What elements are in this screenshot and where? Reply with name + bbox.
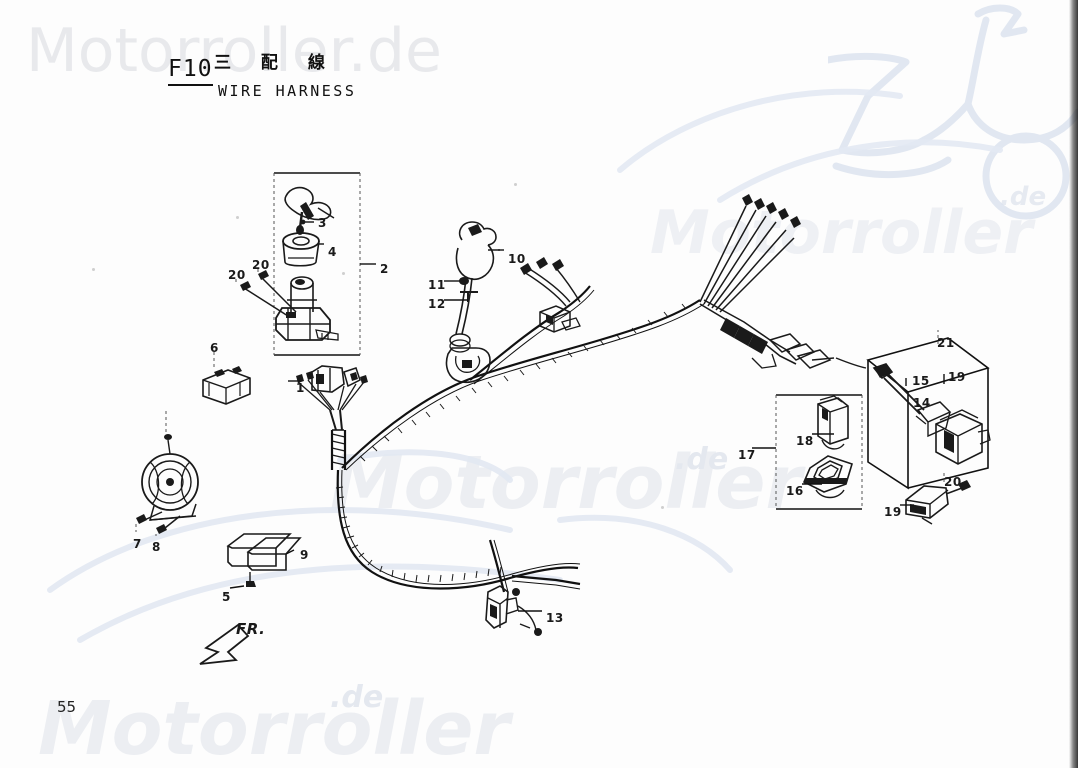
part-19-bracket — [900, 472, 971, 525]
part-1-harness-bundle — [288, 365, 368, 470]
scan-speck — [661, 506, 664, 509]
callout-15: 15 — [912, 374, 930, 388]
group-box-2 — [273, 172, 376, 356]
callout-20: 20 — [252, 258, 270, 272]
title-english: WIRE HARNESS — [218, 82, 357, 100]
scan-speck — [92, 268, 95, 271]
callout-3: 3 — [318, 216, 327, 230]
part-horn — [135, 410, 199, 536]
part-14-starter-relay — [935, 374, 991, 465]
orientation-label: FR. — [236, 620, 266, 638]
watermark-bottom: Motorroller — [38, 686, 510, 768]
watermark-right: Motorroller — [650, 198, 1033, 268]
scan-speck — [342, 272, 345, 275]
part-9-rubber-pad — [226, 533, 302, 589]
callout-12: 12 — [428, 297, 446, 311]
callout-6: 6 — [210, 341, 219, 355]
part-6-flasher-relay — [202, 352, 251, 405]
watermark-right-tld: .de — [1000, 182, 1047, 212]
swoosh-watermark-icon-2 — [617, 88, 1003, 203]
watermark-middle-tld: .de — [675, 442, 729, 477]
callout-11: 11 — [428, 278, 446, 292]
watermark-bottom-tld: .de — [330, 680, 384, 715]
callout-20: 20 — [944, 475, 962, 489]
callout-19: 19 — [884, 505, 902, 519]
part-4-key-cap — [282, 232, 324, 267]
callout-17: 17 — [738, 448, 756, 462]
callout-16: 16 — [786, 484, 804, 498]
callout-1: 1 — [296, 381, 305, 395]
callout-13: 13 — [546, 611, 564, 625]
part-2-ignition-switch-body — [235, 266, 339, 341]
part-10-ignition-coil — [444, 221, 504, 384]
callout-19: 19 — [948, 370, 966, 384]
callout-7: 7 — [133, 537, 142, 551]
scan-speck — [236, 216, 239, 219]
watermark-top: Motorroller.de — [26, 16, 442, 86]
group-box-17 — [752, 394, 863, 510]
callout-9: 9 — [300, 548, 309, 562]
callout-8: 8 — [152, 540, 161, 554]
part-15-relay-lead-wire — [872, 363, 952, 438]
callout-20: 20 — [228, 268, 246, 282]
front-direction-arrow — [199, 623, 250, 665]
title-chinese: 三 配 線 — [214, 53, 337, 73]
part-13-brake-switch — [485, 585, 542, 636]
scan-edge-artifact — [1069, 0, 1078, 768]
callout-4: 4 — [328, 245, 337, 259]
callout-10: 10 — [508, 252, 526, 266]
callout-18: 18 — [796, 434, 814, 448]
callout-2: 2 — [380, 262, 389, 276]
part-16-rectifier — [802, 455, 853, 499]
part-18-cdi-unit — [812, 395, 849, 450]
section-code: F10 — [168, 56, 213, 86]
main-harness-cable — [335, 257, 705, 593]
scan-speck — [514, 183, 517, 186]
callout-21: 21 — [937, 336, 955, 350]
harness-terminal-fan — [699, 194, 835, 369]
callout-14: 14 — [913, 396, 931, 410]
page-number: 55 — [57, 698, 77, 716]
relay-connector-wire — [835, 357, 867, 369]
callout-5: 5 — [222, 590, 231, 604]
